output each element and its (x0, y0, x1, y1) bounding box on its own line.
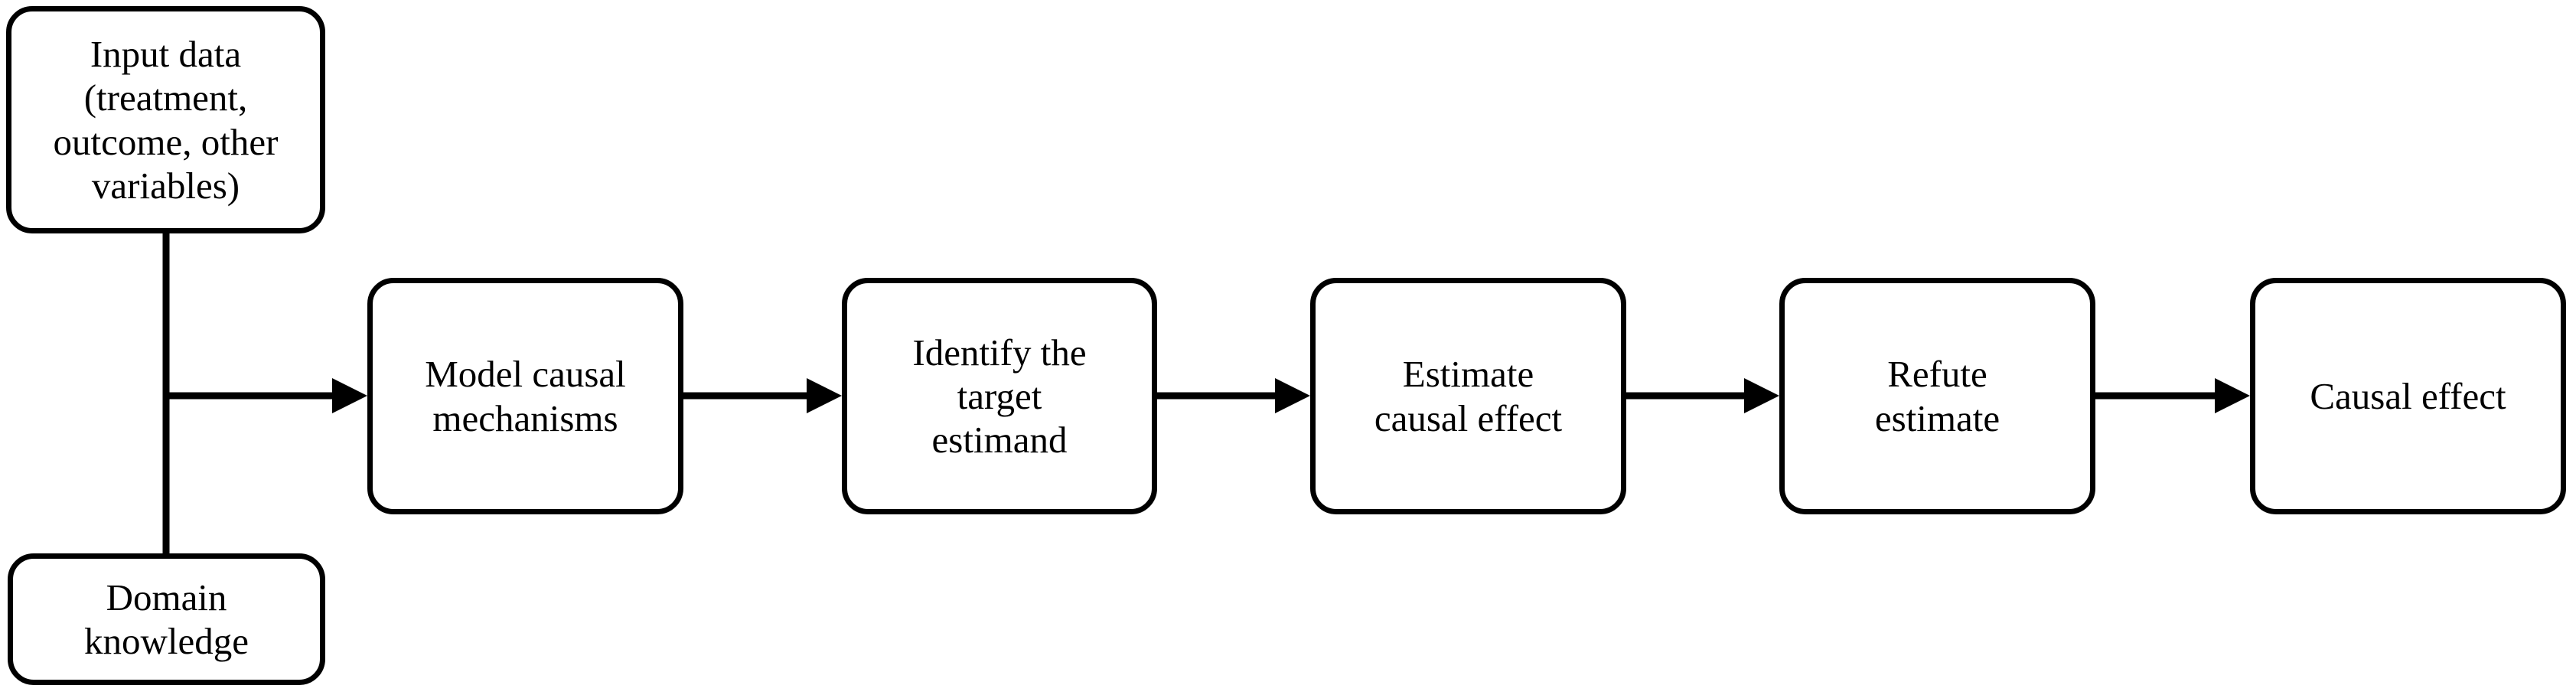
node-model-causal-mechanisms[interactable]: Model causal mechanisms (367, 278, 683, 514)
edge-estimate-to-refute (1626, 378, 1779, 413)
node-input-data-label: Input data (treatment, outcome, other va… (53, 32, 279, 207)
node-model-causal-mechanisms-label: Model causal mechanisms (425, 353, 626, 439)
node-refute-estimate-label: Refute estimate (1874, 353, 2000, 439)
node-domain-knowledge[interactable]: Domain knowledge (8, 553, 325, 685)
edge-model-to-identify (683, 378, 842, 413)
edge-refute-to-result (2095, 378, 2250, 413)
edge-inputs-to-model (162, 233, 367, 553)
arrowhead-to-refute (1744, 378, 1779, 413)
edge-identify-to-estimate (1157, 378, 1310, 413)
node-estimate-causal-effect[interactable]: Estimate causal effect (1310, 278, 1626, 514)
node-identify-target-estimand-label: Identify the target estimand (912, 331, 1087, 462)
node-estimate-causal-effect-label: Estimate causal effect (1374, 353, 1563, 439)
arrowhead-to-result (2215, 378, 2250, 413)
node-domain-knowledge-label: Domain knowledge (84, 576, 249, 662)
node-causal-effect-label: Causal effect (2310, 374, 2506, 417)
node-refute-estimate[interactable]: Refute estimate (1779, 278, 2095, 514)
node-input-data[interactable]: Input data (treatment, outcome, other va… (6, 6, 325, 233)
arrowhead-to-model (332, 378, 367, 413)
node-causal-effect[interactable]: Causal effect (2250, 278, 2566, 514)
node-identify-target-estimand[interactable]: Identify the target estimand (842, 278, 1157, 514)
arrowhead-to-identify (807, 378, 842, 413)
arrowhead-to-estimate (1275, 378, 1310, 413)
